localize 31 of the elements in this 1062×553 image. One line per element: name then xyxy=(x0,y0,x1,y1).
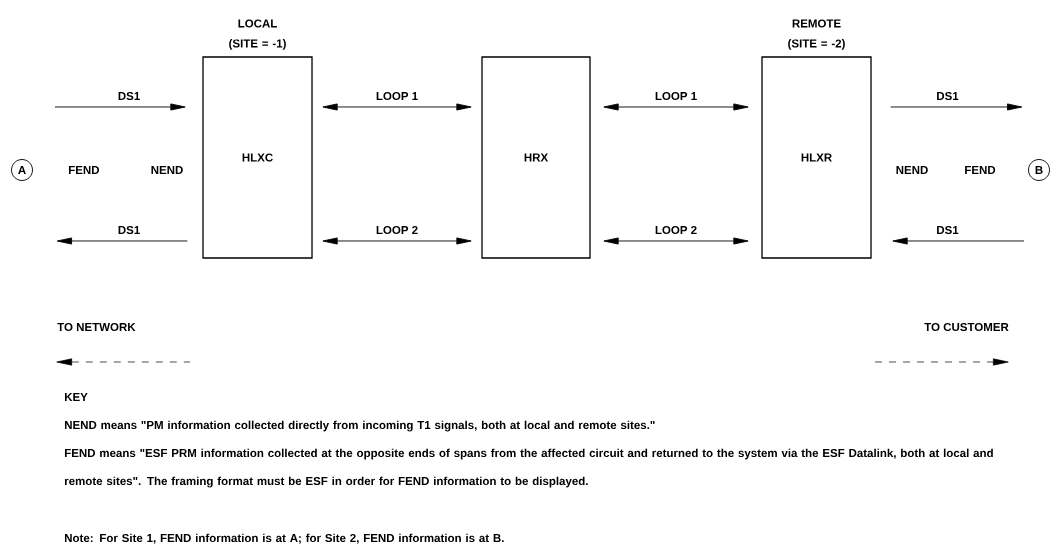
arrow xyxy=(56,237,188,245)
note-text: Note: For Site 1, FEND information is at A; for Site 2, FEND information is at B. xyxy=(65,533,504,544)
key-text: FEND means "ESF PRM information collected at the opposite ends of spans from the affected circuit and returned to the system via the ESF Datalink, both at local and remote sites". The framing format must be ESF in order for FEND information to be displayed. xyxy=(64,448,993,488)
edge-label: DS1 xyxy=(118,225,140,235)
unit-box: HLXC xyxy=(202,56,313,259)
arrow xyxy=(603,103,749,111)
direction-label: TO NETWORK xyxy=(57,322,136,332)
arrow xyxy=(322,103,472,111)
arrow xyxy=(603,237,749,245)
site-heading: LOCAL (SITE = -1) xyxy=(229,19,286,50)
edge-label: DS1 xyxy=(937,91,959,101)
edge-label: LOOP 1 xyxy=(655,91,697,101)
direction-label: TO CUSTOMER xyxy=(924,322,1009,332)
key-text: NEND means "PM information collected directly from incoming T1 signals, both at local and remote sites." xyxy=(65,420,655,432)
end-label: NEND xyxy=(151,166,183,174)
arrow xyxy=(322,237,472,245)
edge-label: DS1 xyxy=(937,225,959,235)
key-heading: KEY xyxy=(65,393,88,401)
edge-label: LOOP 1 xyxy=(376,91,418,101)
end-label: FEND xyxy=(69,166,100,174)
unit-box: HLXR xyxy=(761,56,872,259)
edge-label: DS1 xyxy=(118,91,140,101)
arrow xyxy=(54,103,186,111)
edge-label: LOOP 2 xyxy=(655,225,697,235)
edge-label: LOOP 2 xyxy=(376,225,418,235)
end-label: NEND xyxy=(896,166,928,174)
end-label: FEND xyxy=(965,166,996,174)
arrow xyxy=(892,237,1025,245)
site-heading: REMOTE (SITE = -2) xyxy=(788,19,845,50)
unit-box: HRX xyxy=(481,56,591,259)
arrow xyxy=(890,103,1023,111)
